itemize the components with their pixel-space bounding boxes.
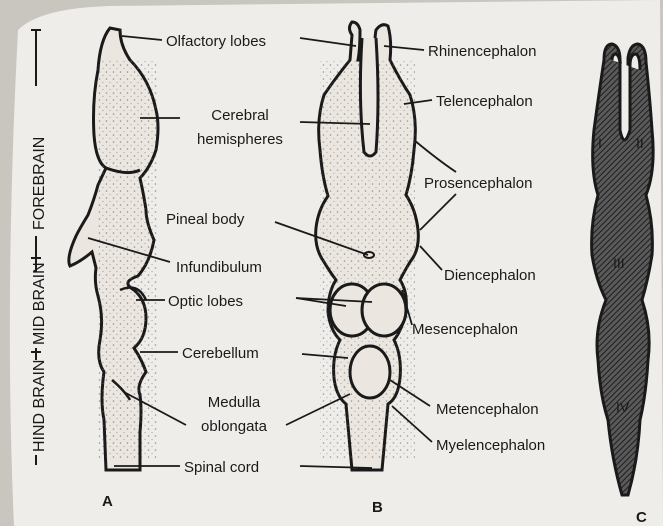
label-olfactory-lobes: Olfactory lobes [166,33,266,50]
label-diencephalon: Diencephalon [444,267,536,284]
figure-b-optic-lobe-right [362,284,406,336]
ventricle-label-1: I [598,135,602,151]
side-axis-forebrain: FOREBRAIN [31,137,48,230]
figure-a-stipple [98,60,158,460]
label-spinal-cord: Spinal cord [184,459,259,476]
label-pineal-body: Pineal body [166,211,245,228]
label-medulla-2: oblongata [201,418,268,435]
label-myelencephalon: Myelencephalon [436,437,545,454]
panel-label-b: B [372,499,383,516]
label-mesencephalon: Mesencephalon [412,321,518,338]
figure-b-median-fissure [360,38,378,156]
label-rhinencephalon: Rhinencephalon [428,43,536,60]
label-metencephalon: Metencephalon [436,401,539,418]
label-medulla-1: Medulla [208,394,261,411]
ventricle-label-2: II [636,135,644,151]
label-cerebral-1: Cerebral [211,107,269,124]
label-infundibulum: Infundibulum [176,259,262,276]
panel-label-c: C [636,509,647,526]
figure-b-cerebellum [350,346,390,398]
side-axis-midbrain: MID BRAIN [31,262,48,345]
ventricle-label-4: IV [616,399,630,415]
label-telencephalon: Telencephalon [436,93,533,110]
label-optic-lobes: Optic lobes [168,293,243,310]
panel-label-a: A [102,493,113,510]
label-prosencephalon: Prosencephalon [424,175,532,192]
ventricle-label-3: III [613,255,625,271]
label-cerebellum: Cerebellum [182,345,259,362]
side-axis-hindbrain: HIND BRAIN [31,360,48,452]
label-cerebral-2: hemispheres [197,131,283,148]
